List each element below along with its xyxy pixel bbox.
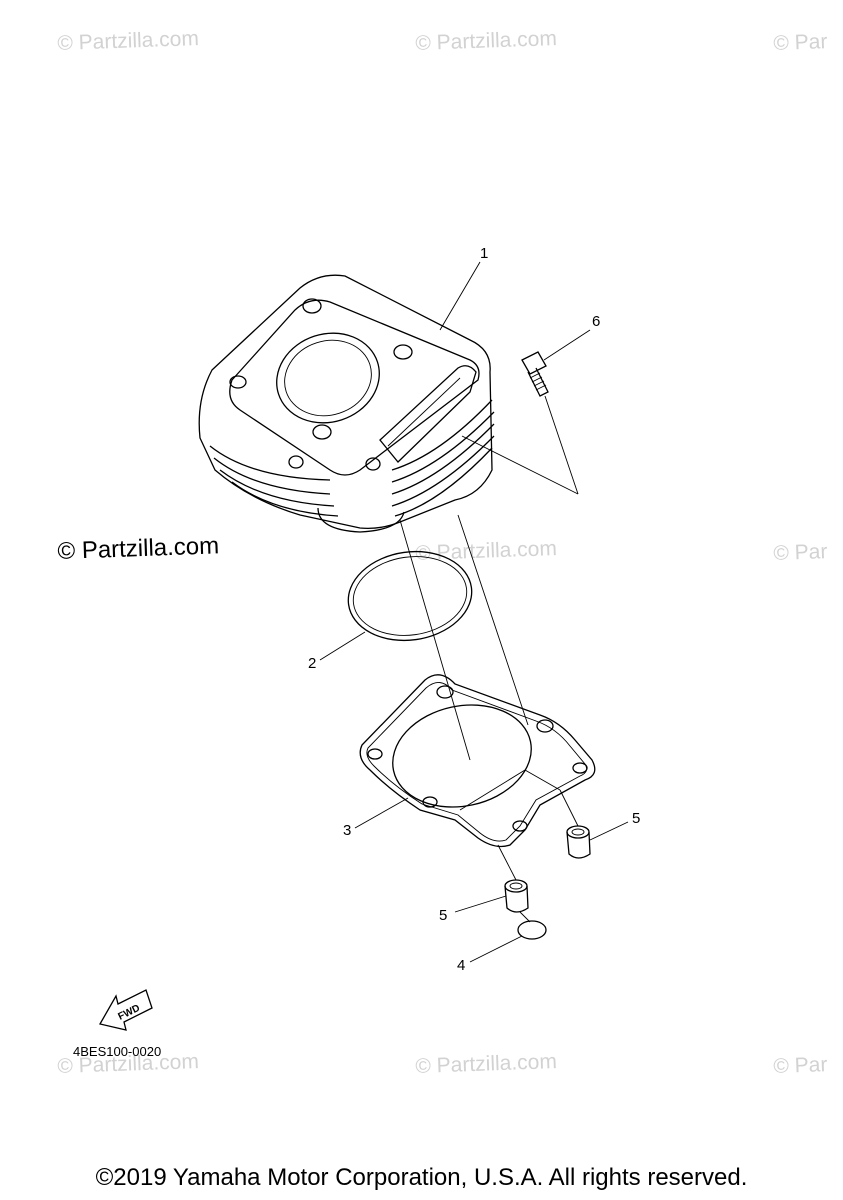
fwd-arrow-icon: FWD <box>99 989 153 1031</box>
callout-5-right: 5 <box>632 810 640 827</box>
callout-3: 3 <box>343 822 351 839</box>
callout-2: 2 <box>308 655 316 672</box>
assembly-lines <box>399 395 579 923</box>
o-ring-part[interactable] <box>342 544 477 648</box>
callout-leaders <box>319 261 629 963</box>
small-o-ring-part[interactable] <box>517 920 547 940</box>
callout-5-left: 5 <box>439 907 447 924</box>
callout-1: 1 <box>480 245 488 262</box>
bolt-part[interactable] <box>521 351 549 397</box>
callout-6: 6 <box>592 313 600 330</box>
dowel-pin-part-right[interactable] <box>566 825 591 859</box>
copyright-notice: ©2019 Yamaha Motor Corporation, U.S.A. A… <box>95 1164 748 1191</box>
cylinder-part[interactable] <box>198 274 495 533</box>
callout-4: 4 <box>457 957 465 974</box>
diagram-code: 4BES100-0020 <box>73 1044 162 1059</box>
dowel-pin-part-left[interactable] <box>504 879 529 913</box>
cylinder-gasket-part[interactable] <box>359 674 596 848</box>
